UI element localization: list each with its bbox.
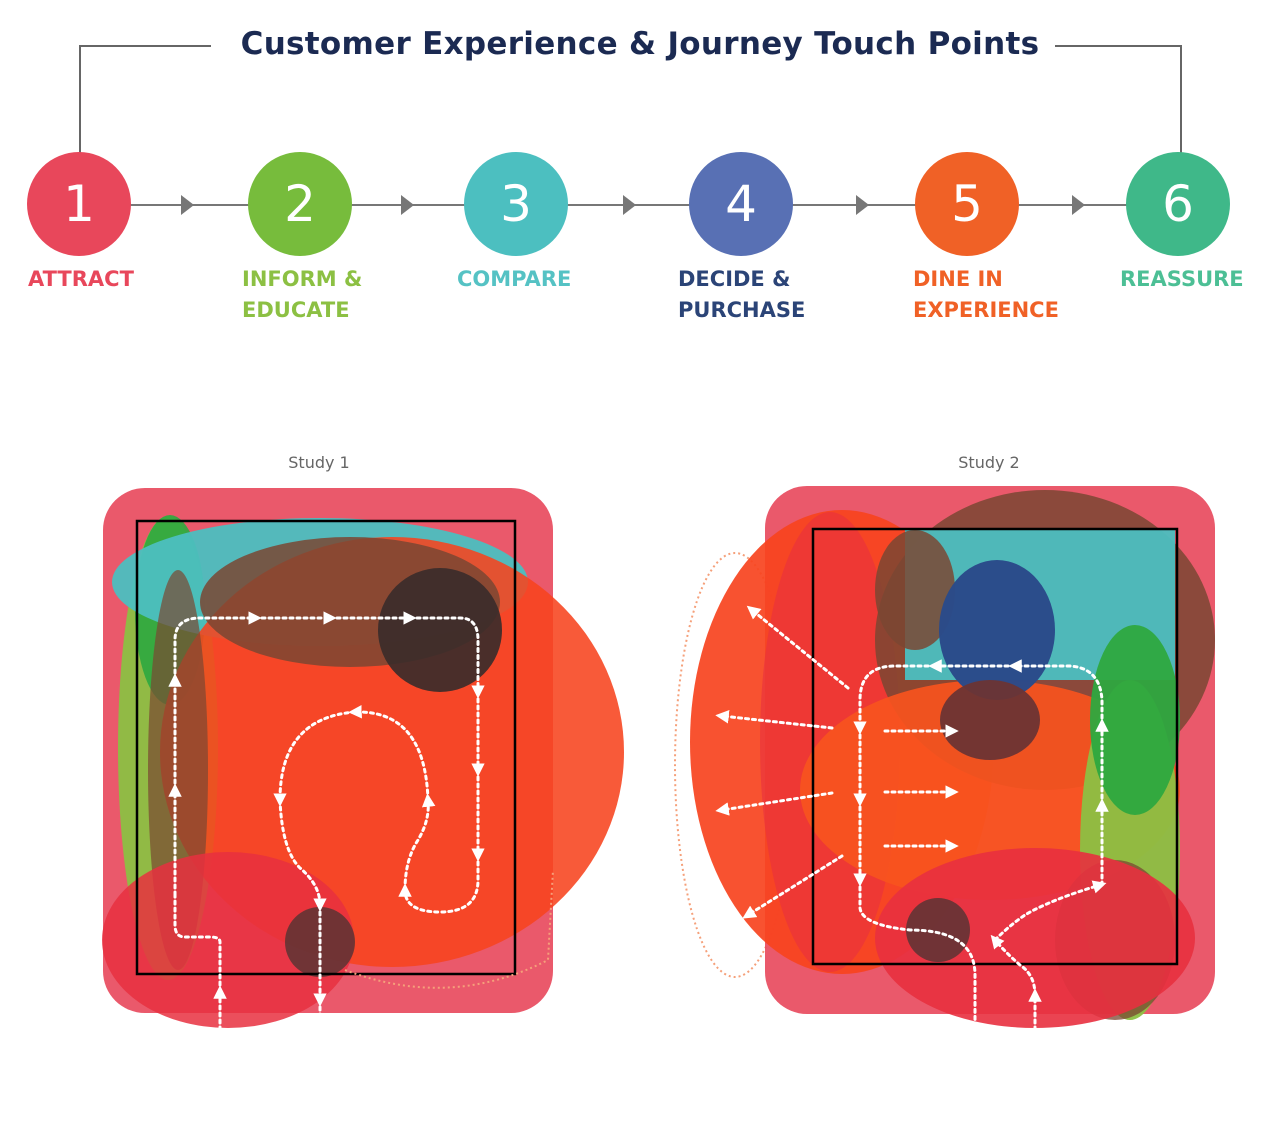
study-2-navy-zone — [939, 560, 1055, 700]
step-6-label: REASSURE — [1120, 267, 1244, 291]
flow-arrow-icon — [856, 195, 869, 215]
step-1-circle: 1 — [27, 152, 131, 256]
study-2-bottom-red-zone — [875, 848, 1195, 1028]
flow-arrow-icon — [181, 195, 194, 215]
step-3-circle: 3 — [464, 152, 568, 256]
flow-arrow-icon — [401, 195, 414, 215]
flow-arrow-icon — [1072, 195, 1085, 215]
study-2-brown-navy-zone — [940, 680, 1040, 760]
study-2-green-zone — [1090, 625, 1180, 815]
study-2-floor-outline — [811, 527, 1179, 966]
title-bracket-right — [1055, 45, 1182, 157]
study-1-heatmap — [102, 488, 624, 1032]
step-4-circle: 4 — [689, 152, 793, 256]
study-2-heatmap — [674, 486, 1215, 1032]
step-5-circle: 5 — [915, 152, 1019, 256]
step-1-label: ATTRACT — [28, 267, 134, 291]
flow-arrow-icon — [623, 195, 636, 215]
step-2-label: INFORM & EDUCATE — [242, 267, 363, 322]
study-2-title: Study 2 — [958, 453, 1020, 472]
title-bracket-left — [79, 45, 211, 157]
step-4-label: DECIDE & PURCHASE — [678, 267, 806, 322]
step-3-label: COMPARE — [457, 267, 572, 291]
study-1-title: Study 1 — [288, 453, 350, 472]
step-5-label: DINE IN EXPERIENCE — [913, 267, 1059, 322]
study-2-brown-top-zone — [875, 530, 955, 650]
study-2-bottom-dark-zone — [906, 898, 970, 962]
study-1-dark-zone — [378, 568, 502, 692]
step-2-circle: 2 — [248, 152, 352, 256]
study-1-floor-outline — [135, 519, 517, 976]
step-6-circle: 6 — [1126, 152, 1230, 256]
page-title: Customer Experience & Journey Touch Poin… — [0, 26, 1280, 62]
study-1-bottom-red-zone — [102, 852, 354, 1028]
